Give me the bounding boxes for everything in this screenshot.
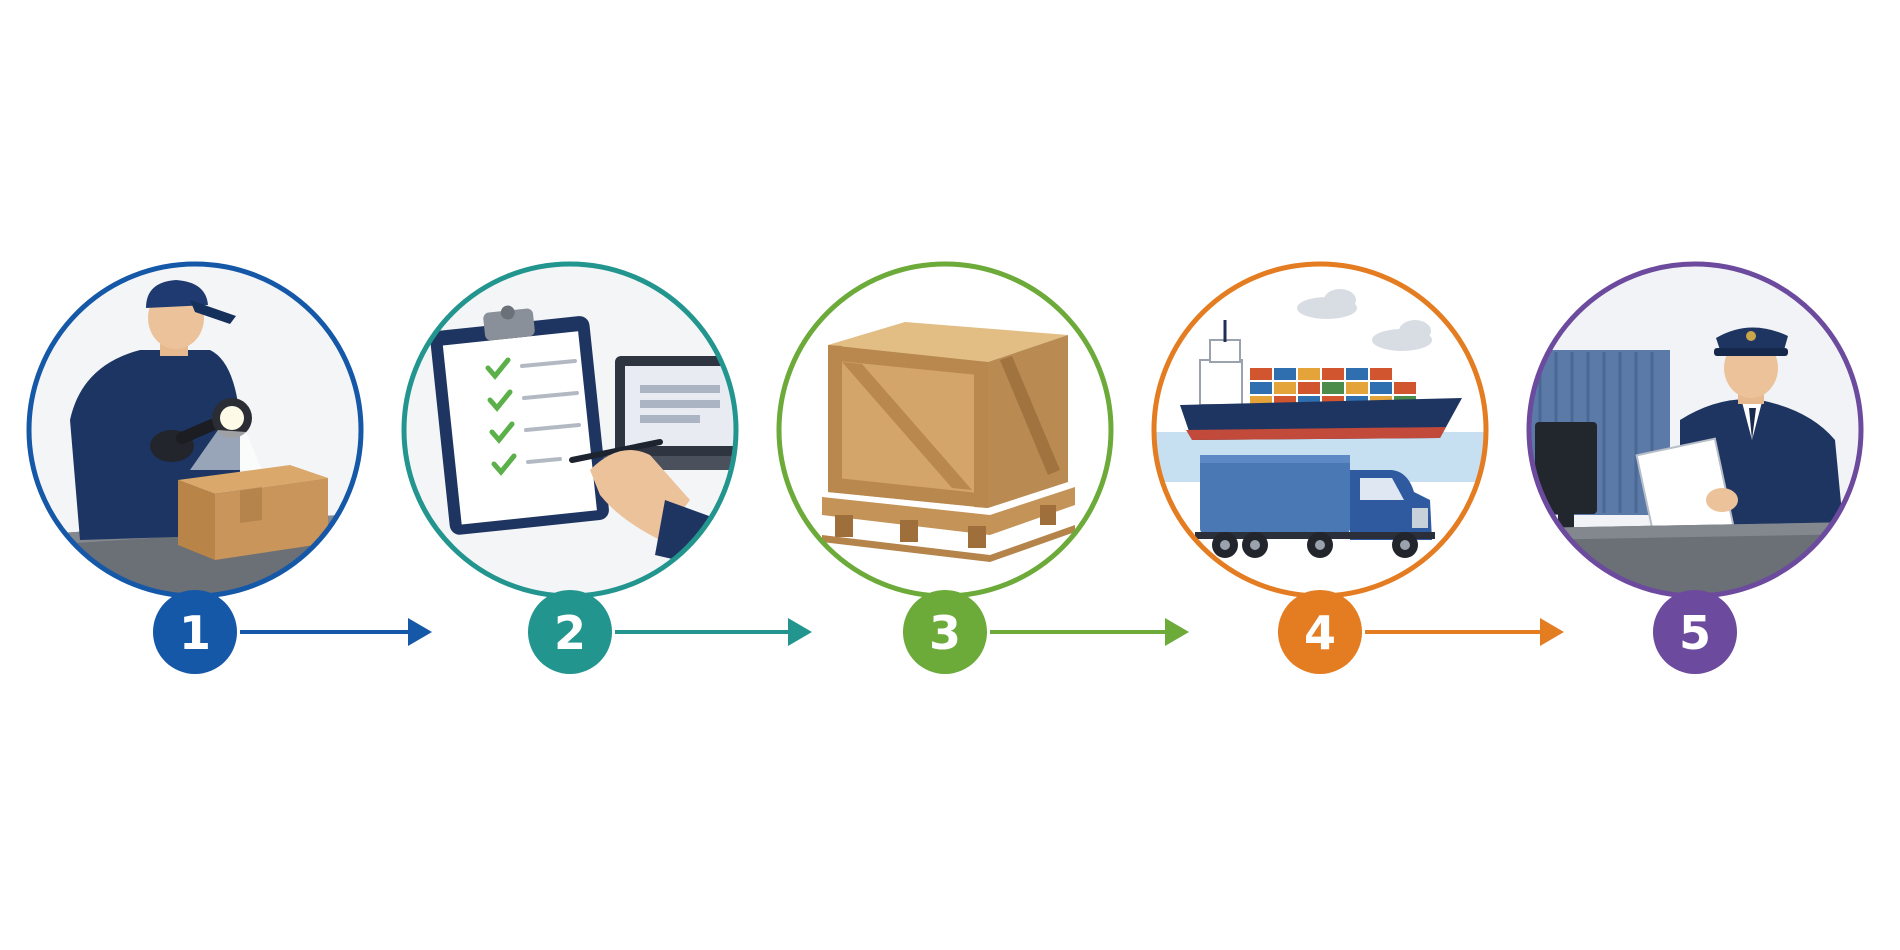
step-2: 2 [401, 261, 812, 674]
wooden-crate-on-pallet-icon [822, 322, 1075, 562]
step-1-number: 1 [179, 606, 211, 660]
arrow-2-to-3-head [788, 618, 812, 646]
step-5-number: 5 [1679, 606, 1711, 660]
step-2-badge [528, 590, 612, 674]
arrow-4-to-5-head [1540, 618, 1564, 646]
step-4-badge [1278, 590, 1362, 674]
checklist-clipboard-and-laptop-icon [430, 305, 734, 570]
inspector-with-magnifier-and-box-icon [31, 280, 359, 594]
step-5-badge [1653, 590, 1737, 674]
arrow-1-to-2-head [408, 618, 432, 646]
step-3-badge [903, 590, 987, 674]
arrow-3-to-4-head [1165, 618, 1189, 646]
step-5: 5 [1526, 261, 1864, 674]
step-3-number: 3 [929, 606, 961, 660]
step-2-number: 2 [554, 606, 586, 660]
cargo-ship-and-truck-icon [1156, 289, 1484, 558]
step-3: 3 [776, 261, 1189, 674]
step-4: 4 [1151, 261, 1564, 674]
step-1: 1 [26, 261, 432, 674]
step-1-badge [153, 590, 237, 674]
step-4-number: 4 [1304, 606, 1336, 660]
